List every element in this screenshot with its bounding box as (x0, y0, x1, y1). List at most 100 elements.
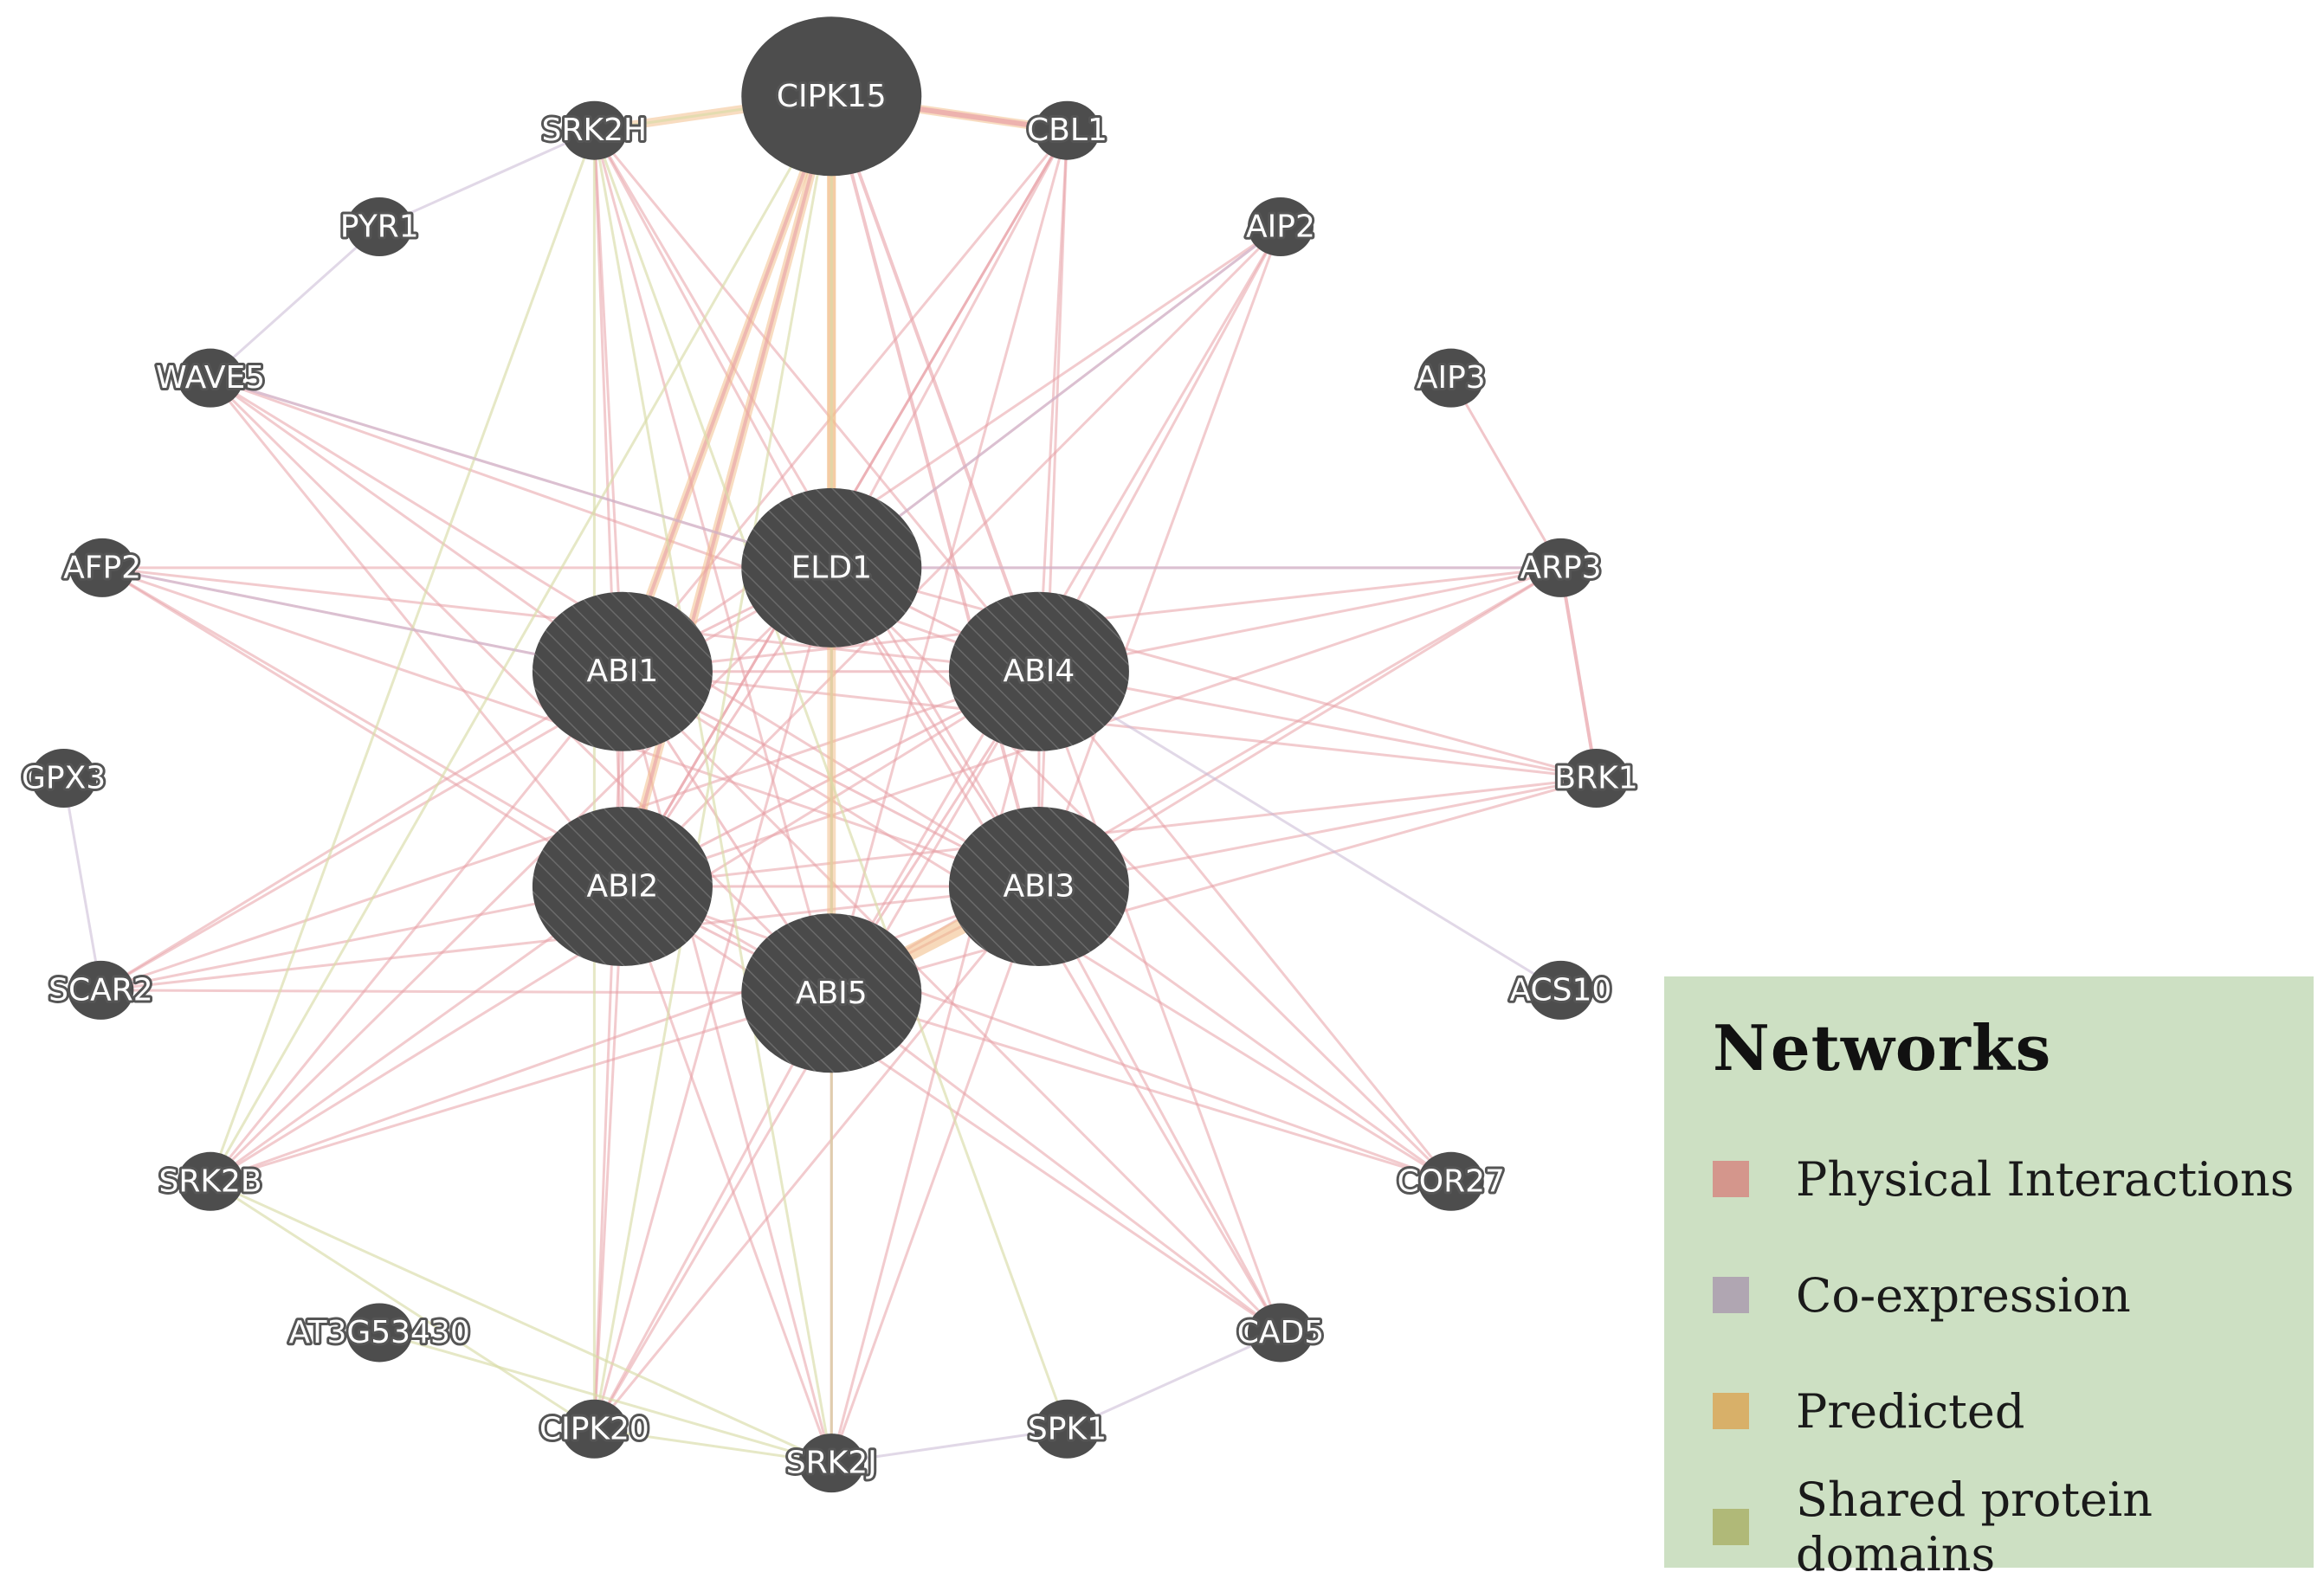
node-arp3: ARP3 (1517, 538, 1604, 597)
node-cbl1: CBL1 (1024, 100, 1110, 160)
node-label: SPK1 (1028, 1411, 1107, 1446)
edge-physical (210, 377, 1040, 673)
edge-shared (378, 1331, 832, 1465)
node-abi5: ABI5 (741, 913, 922, 1073)
edge-physical (1037, 226, 1282, 887)
node-pyr1: PYR1 (338, 197, 422, 256)
edge-shared (592, 130, 1068, 1430)
edge-physical (1037, 671, 1282, 1333)
node-circle (1527, 538, 1594, 597)
node-srk2b: SRK2B (157, 1151, 265, 1211)
node-label: SCAR2 (48, 972, 153, 1008)
node-label: SRK2H (542, 113, 647, 148)
node-circle (1034, 100, 1101, 160)
edge-physical (1038, 566, 1562, 888)
node-afp2: AFP2 (61, 538, 144, 597)
node-label: ELD1 (791, 550, 872, 585)
edge-shared (210, 1180, 596, 1431)
edge-physical (210, 991, 832, 1183)
edge-physical (592, 671, 624, 1429)
node-srk2h: SRK2H (539, 100, 649, 160)
edge-physical (1037, 670, 1452, 1182)
edge-coexpression (1038, 670, 1562, 992)
node-label: CIPK20 (539, 1411, 649, 1446)
edge-physical (830, 992, 1281, 1334)
legend: Networks Physical Interactions Co-expres… (1664, 976, 2314, 1582)
node-circle (561, 100, 628, 160)
node-circle (1247, 197, 1314, 256)
edge-physical (592, 567, 833, 1430)
legend-swatch-predicted (1713, 1393, 1749, 1429)
edge-physical (101, 566, 833, 995)
edge-physical (830, 776, 1597, 995)
edge-physical (1037, 226, 1282, 673)
edge-physical (830, 886, 1041, 1464)
node-label: ABI1 (586, 654, 658, 689)
edge-physical (830, 95, 1041, 887)
node-circle (30, 749, 97, 809)
node-circle (1527, 960, 1594, 1020)
edge-physical (209, 377, 624, 887)
edge-physical (210, 566, 833, 1182)
node-circle (948, 591, 1129, 751)
node-circle (178, 348, 244, 408)
legend-label-coexpression: Co-expression (1796, 1267, 2131, 1323)
node-cad5: CAD5 (1235, 1303, 1327, 1363)
edge-physical (830, 566, 1452, 1182)
node-abi2: ABI2 (532, 807, 713, 967)
legend-swatch-coexpression (1713, 1277, 1749, 1313)
node-abi1: ABI1 (532, 591, 713, 751)
edge-coexpression (1066, 1331, 1281, 1431)
node-aip2: AIP2 (1243, 197, 1318, 256)
node-circle (532, 591, 713, 751)
edges-layer (62, 92, 1598, 1465)
edge-physical (1449, 377, 1562, 569)
edge-physical (593, 129, 1041, 673)
node-wave5: WAVE5 (153, 348, 268, 408)
node-circle (1563, 749, 1630, 809)
edge-physical (592, 130, 624, 672)
node-label: ACS10 (1510, 972, 1612, 1008)
node-at3g53430: AT3G53430 (287, 1303, 473, 1363)
node-label: ABI5 (796, 976, 868, 1011)
edge-physical (830, 129, 1068, 569)
node-acs10: ACS10 (1507, 960, 1614, 1020)
node-cor27: COR27 (1395, 1151, 1507, 1211)
node-spk1: SPK1 (1025, 1399, 1109, 1459)
node-circle (798, 1434, 865, 1493)
node-label: ARP3 (1520, 550, 1601, 585)
edge-physical (1038, 670, 1597, 780)
node-label: AIP2 (1246, 209, 1315, 244)
edge-physical (101, 566, 623, 888)
edge-physical (1559, 567, 1598, 779)
node-circle (346, 1303, 413, 1363)
node-circle (68, 960, 134, 1020)
node-circle (1417, 1151, 1484, 1211)
node-circle (346, 197, 413, 256)
node-abi4: ABI4 (948, 591, 1129, 751)
node-circle (948, 807, 1129, 967)
edge-physical (622, 670, 1597, 780)
edge-coexpression (830, 225, 1281, 570)
node-gpx3: GPX3 (19, 749, 108, 809)
edge-physical (1038, 776, 1597, 888)
edge-coexpression (378, 129, 596, 229)
node-label: AT3G53430 (289, 1315, 470, 1350)
edge-shared (209, 95, 833, 1182)
legend-swatch-physical (1713, 1161, 1749, 1197)
edge-physical (622, 885, 1452, 1183)
edge-physical (621, 671, 833, 1464)
node-brk1: BRK1 (1552, 749, 1641, 809)
edge-physical (210, 377, 833, 995)
edge-shared (210, 1180, 832, 1465)
node-circle (741, 487, 922, 648)
edge-physical (1037, 130, 1068, 887)
edge-physical (592, 130, 624, 887)
node-label: WAVE5 (156, 360, 265, 396)
legend-item-coexpression: Co-expression (1713, 1237, 2314, 1353)
node-circle (1247, 1303, 1314, 1363)
edge-physical (830, 566, 1597, 780)
node-circle (69, 538, 136, 597)
node-label: ABI2 (586, 869, 658, 905)
